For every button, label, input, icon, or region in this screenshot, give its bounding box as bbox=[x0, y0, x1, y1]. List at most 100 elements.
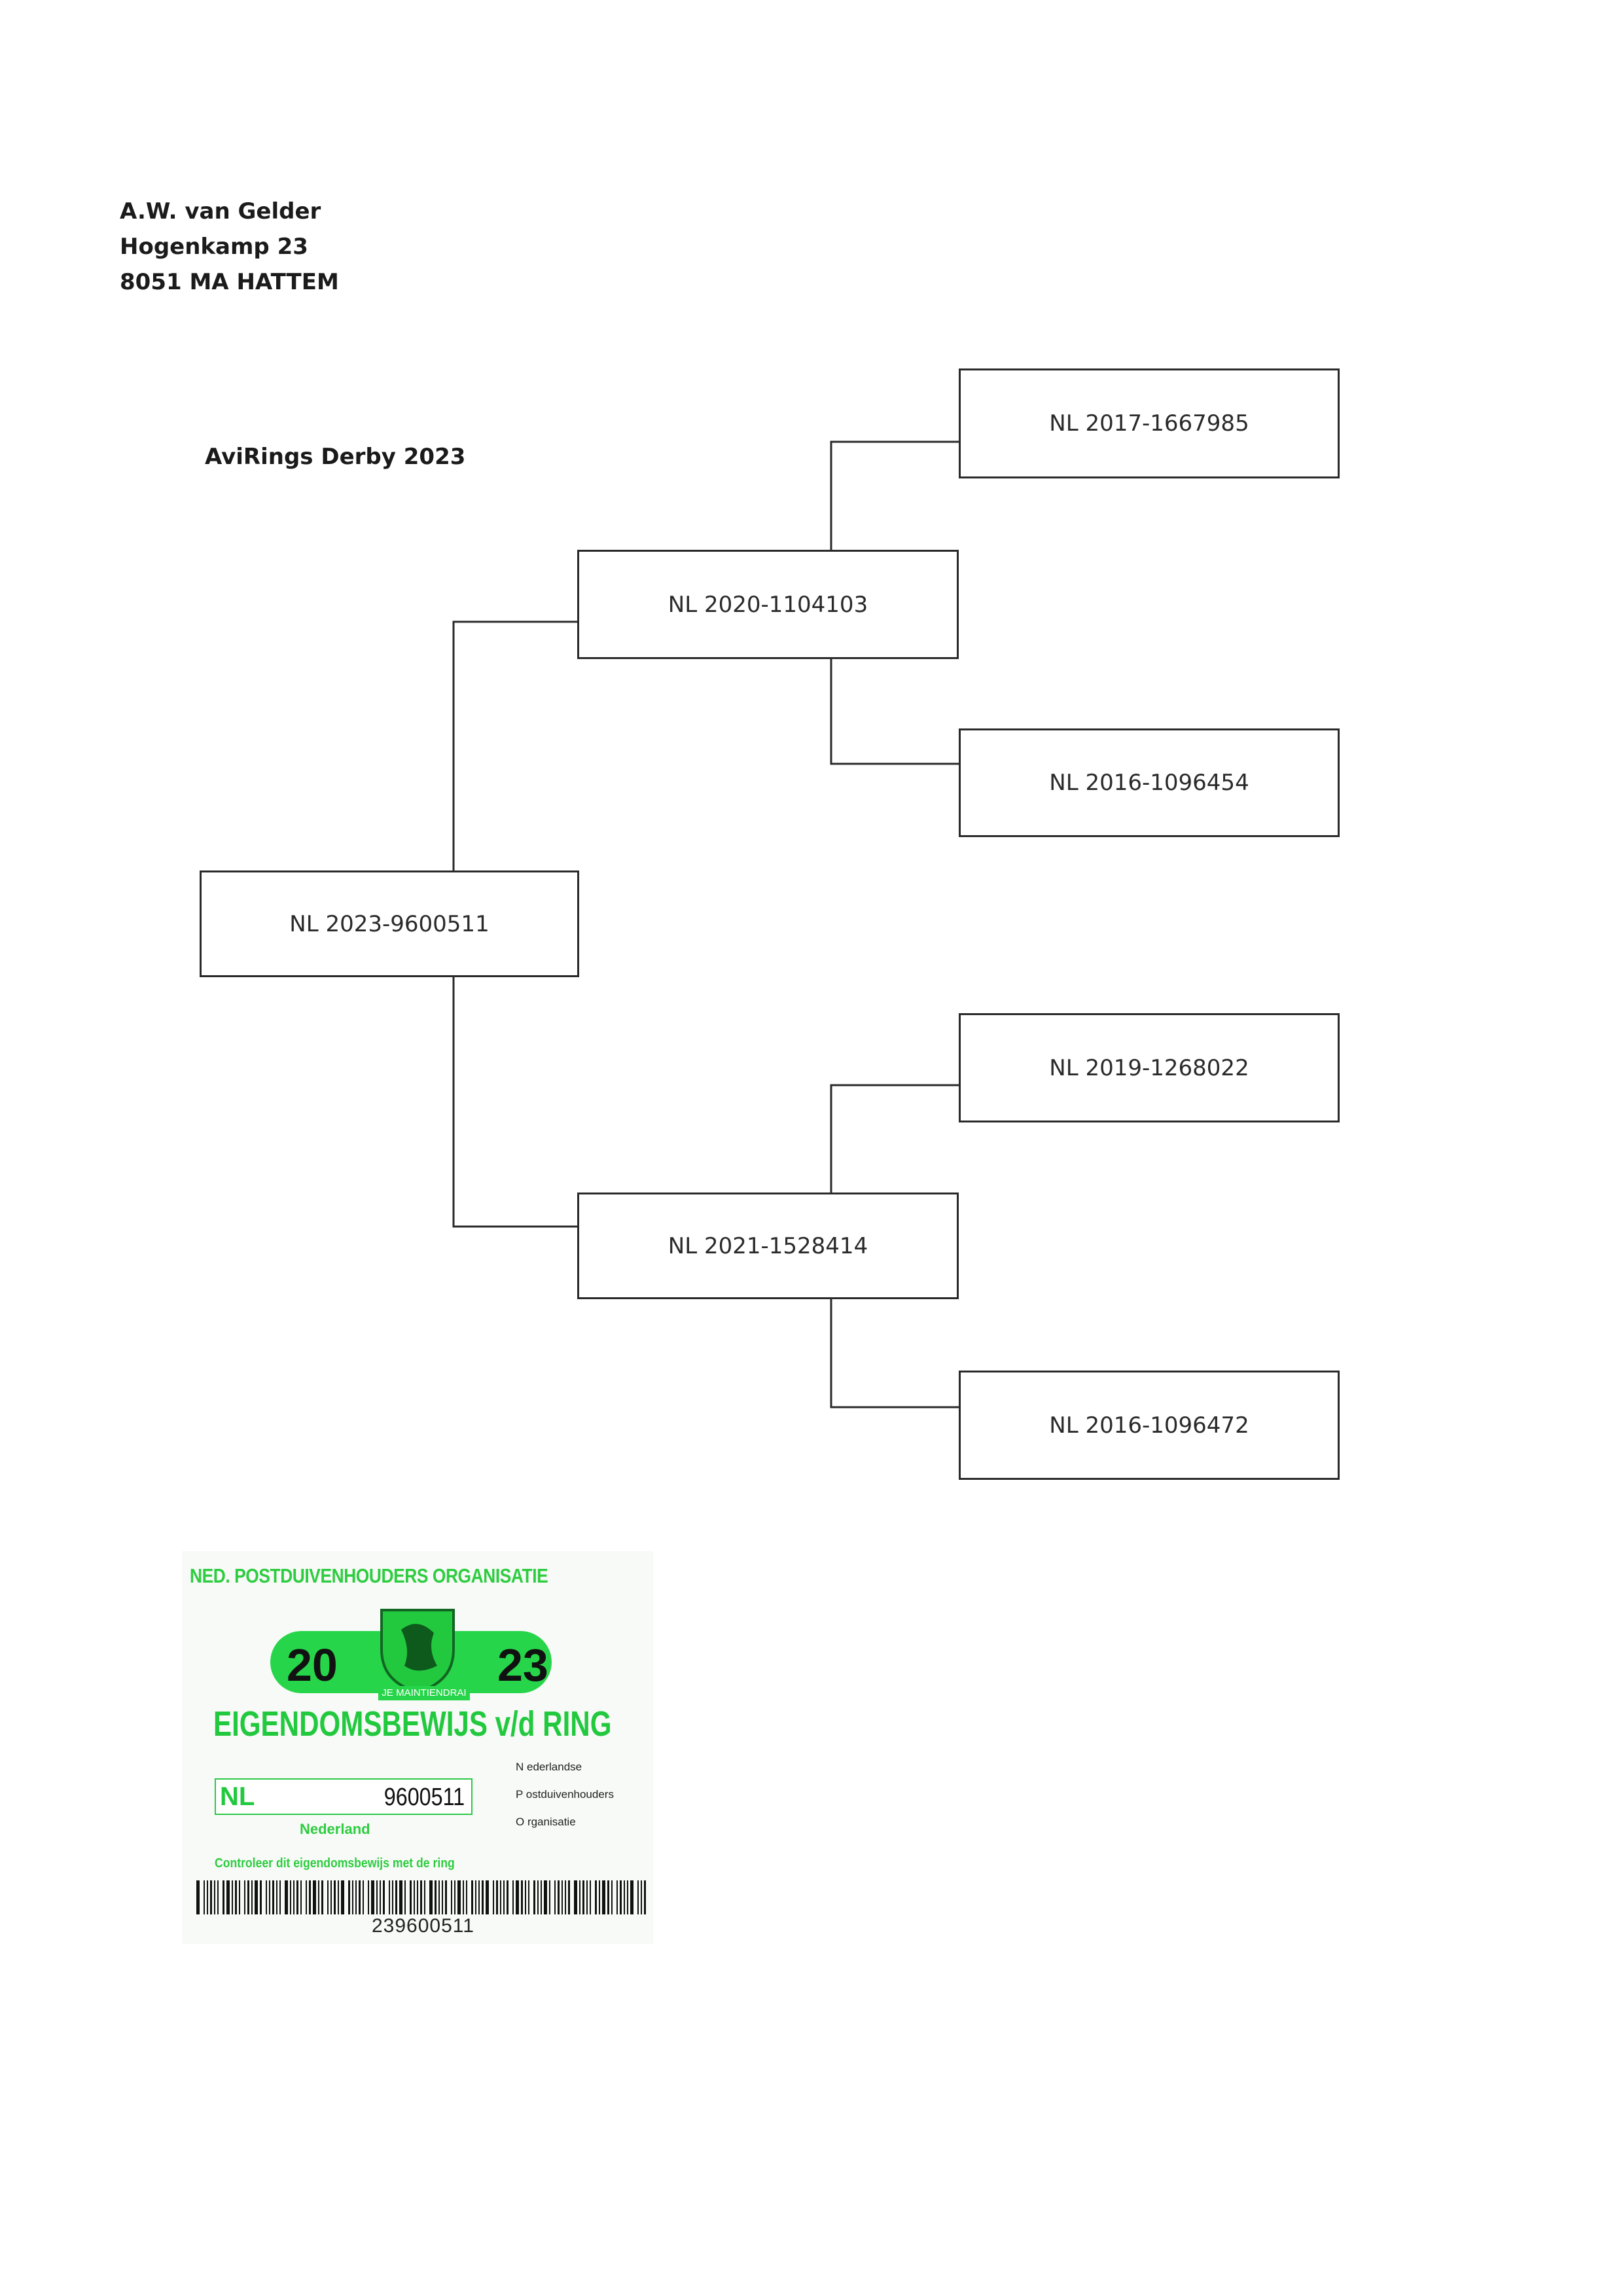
barcode-bar bbox=[196, 1880, 200, 1914]
barcode-bar bbox=[414, 1880, 415, 1914]
barcode-bar bbox=[554, 1880, 556, 1914]
barcode-bar bbox=[568, 1880, 570, 1914]
barcode-bar bbox=[352, 1880, 353, 1914]
barcode-bar bbox=[457, 1880, 461, 1914]
box-sire-sire: NL 2017-1667985 bbox=[959, 368, 1340, 478]
barcode-bar bbox=[438, 1880, 440, 1914]
barcode-bar bbox=[376, 1880, 378, 1914]
barcode-bar bbox=[595, 1880, 597, 1914]
barcode-bar bbox=[330, 1880, 332, 1914]
barcode-bar bbox=[541, 1880, 542, 1914]
barcode-bar bbox=[562, 1880, 563, 1914]
barcode-bar bbox=[380, 1880, 381, 1914]
crest-lion-icon bbox=[380, 1609, 455, 1694]
barcode-number: 239600511 bbox=[372, 1915, 474, 1937]
barcode-bar bbox=[611, 1880, 613, 1914]
card-heading: EIGENDOMSBEWIJS v/d RING bbox=[213, 1704, 612, 1744]
barcode-bar bbox=[521, 1880, 523, 1914]
barcode-bar bbox=[429, 1880, 433, 1914]
barcode-bar bbox=[493, 1880, 494, 1914]
barcode-bar bbox=[207, 1880, 208, 1914]
barcode-bar bbox=[558, 1880, 560, 1914]
barcode-bar bbox=[590, 1880, 591, 1914]
barcode-bar bbox=[549, 1880, 550, 1914]
barcode-bar bbox=[475, 1880, 476, 1914]
document-title: AviRings Derby 2023 bbox=[205, 444, 466, 470]
npo-line-1: N ederlandse bbox=[516, 1761, 582, 1773]
barcode-bar bbox=[290, 1880, 291, 1914]
country-label: Nederland bbox=[300, 1821, 370, 1837]
barcode-bar bbox=[260, 1880, 262, 1914]
barcode-bar bbox=[279, 1880, 281, 1914]
barcode-bar bbox=[371, 1880, 374, 1914]
barcode-bar bbox=[537, 1880, 539, 1914]
barcode-bar bbox=[512, 1880, 514, 1914]
dam-ring: NL 2021-1528414 bbox=[668, 1232, 868, 1259]
card-organisation: NED. POSTDUIVENHOUDERS ORGANISATIE bbox=[190, 1564, 548, 1587]
barcode-bar bbox=[602, 1880, 605, 1914]
barcode-bar bbox=[383, 1880, 385, 1914]
barcode-bar bbox=[616, 1880, 618, 1914]
barcode-bar bbox=[368, 1880, 369, 1914]
barcode-bar bbox=[435, 1880, 437, 1914]
barcode-bar bbox=[399, 1880, 402, 1914]
barcode-bar bbox=[244, 1880, 245, 1914]
barcode-bar bbox=[313, 1880, 316, 1914]
card-instruction: Controleer dit eigendomsbewijs met de ri… bbox=[215, 1856, 455, 1871]
barcode-bar bbox=[269, 1880, 270, 1914]
barcode-bar bbox=[641, 1880, 642, 1914]
barcode-bar bbox=[226, 1880, 230, 1914]
barcode-bar bbox=[599, 1880, 600, 1914]
barcode-bar bbox=[392, 1880, 393, 1914]
barcode-bar bbox=[321, 1880, 323, 1914]
barcode-bar bbox=[251, 1880, 253, 1914]
bird-ring: NL 2023-9600511 bbox=[289, 910, 490, 937]
ring-number-field: NL 9600511 bbox=[215, 1778, 473, 1815]
barcode-bar bbox=[445, 1880, 447, 1914]
barcode-bar bbox=[579, 1880, 580, 1914]
barcode-bar bbox=[272, 1880, 274, 1914]
barcode-bar bbox=[565, 1880, 566, 1914]
barcode-bar bbox=[235, 1880, 237, 1914]
barcode-bar bbox=[309, 1880, 311, 1914]
barcode-bar bbox=[528, 1880, 529, 1914]
barcode-bar bbox=[217, 1880, 219, 1914]
barcode-bar bbox=[454, 1880, 455, 1914]
barcode-bar bbox=[496, 1880, 498, 1914]
barcode-bar bbox=[417, 1880, 418, 1914]
barcode-bar bbox=[624, 1880, 625, 1914]
barcode-bar bbox=[334, 1880, 336, 1914]
dam-sire-ring: NL 2019-1268022 bbox=[1049, 1054, 1249, 1081]
ring-number: 9600511 bbox=[383, 1784, 465, 1811]
barcode-bar bbox=[478, 1880, 480, 1914]
barcode-bar bbox=[300, 1880, 302, 1914]
owner-name: A.W. van Gelder bbox=[120, 198, 321, 224]
box-dam-sire: NL 2019-1268022 bbox=[959, 1013, 1340, 1122]
connector-sire-sire bbox=[830, 440, 959, 550]
barcode-bar bbox=[424, 1880, 425, 1914]
barcode-bar bbox=[627, 1880, 628, 1914]
barcode-bar bbox=[266, 1880, 267, 1914]
barcode-bar bbox=[306, 1880, 307, 1914]
year-right: 23 bbox=[497, 1640, 548, 1691]
barcode-bar bbox=[516, 1880, 519, 1914]
barcode bbox=[196, 1880, 646, 1914]
barcode-bar bbox=[404, 1880, 406, 1914]
owner-city: 8051 MA HATTEM bbox=[120, 269, 339, 295]
barcode-bar bbox=[586, 1880, 588, 1914]
barcode-bar bbox=[533, 1880, 535, 1914]
npo-line-3: O rganisatie bbox=[516, 1816, 576, 1828]
barcode-bar bbox=[644, 1880, 646, 1914]
barcode-bar bbox=[471, 1880, 473, 1914]
barcode-bar bbox=[341, 1880, 344, 1914]
barcode-bar bbox=[486, 1880, 489, 1914]
connector-dam-dam bbox=[830, 1299, 959, 1408]
box-sire: NL 2020-1104103 bbox=[577, 550, 959, 659]
sire-dam-ring: NL 2016-1096454 bbox=[1049, 770, 1249, 796]
barcode-bar bbox=[442, 1880, 443, 1914]
box-dam: NL 2021-1528414 bbox=[577, 1193, 959, 1299]
barcode-bar bbox=[389, 1880, 390, 1914]
connector-dam-sire bbox=[830, 1084, 959, 1193]
barcode-bar bbox=[420, 1880, 422, 1914]
barcode-bar bbox=[285, 1880, 288, 1914]
